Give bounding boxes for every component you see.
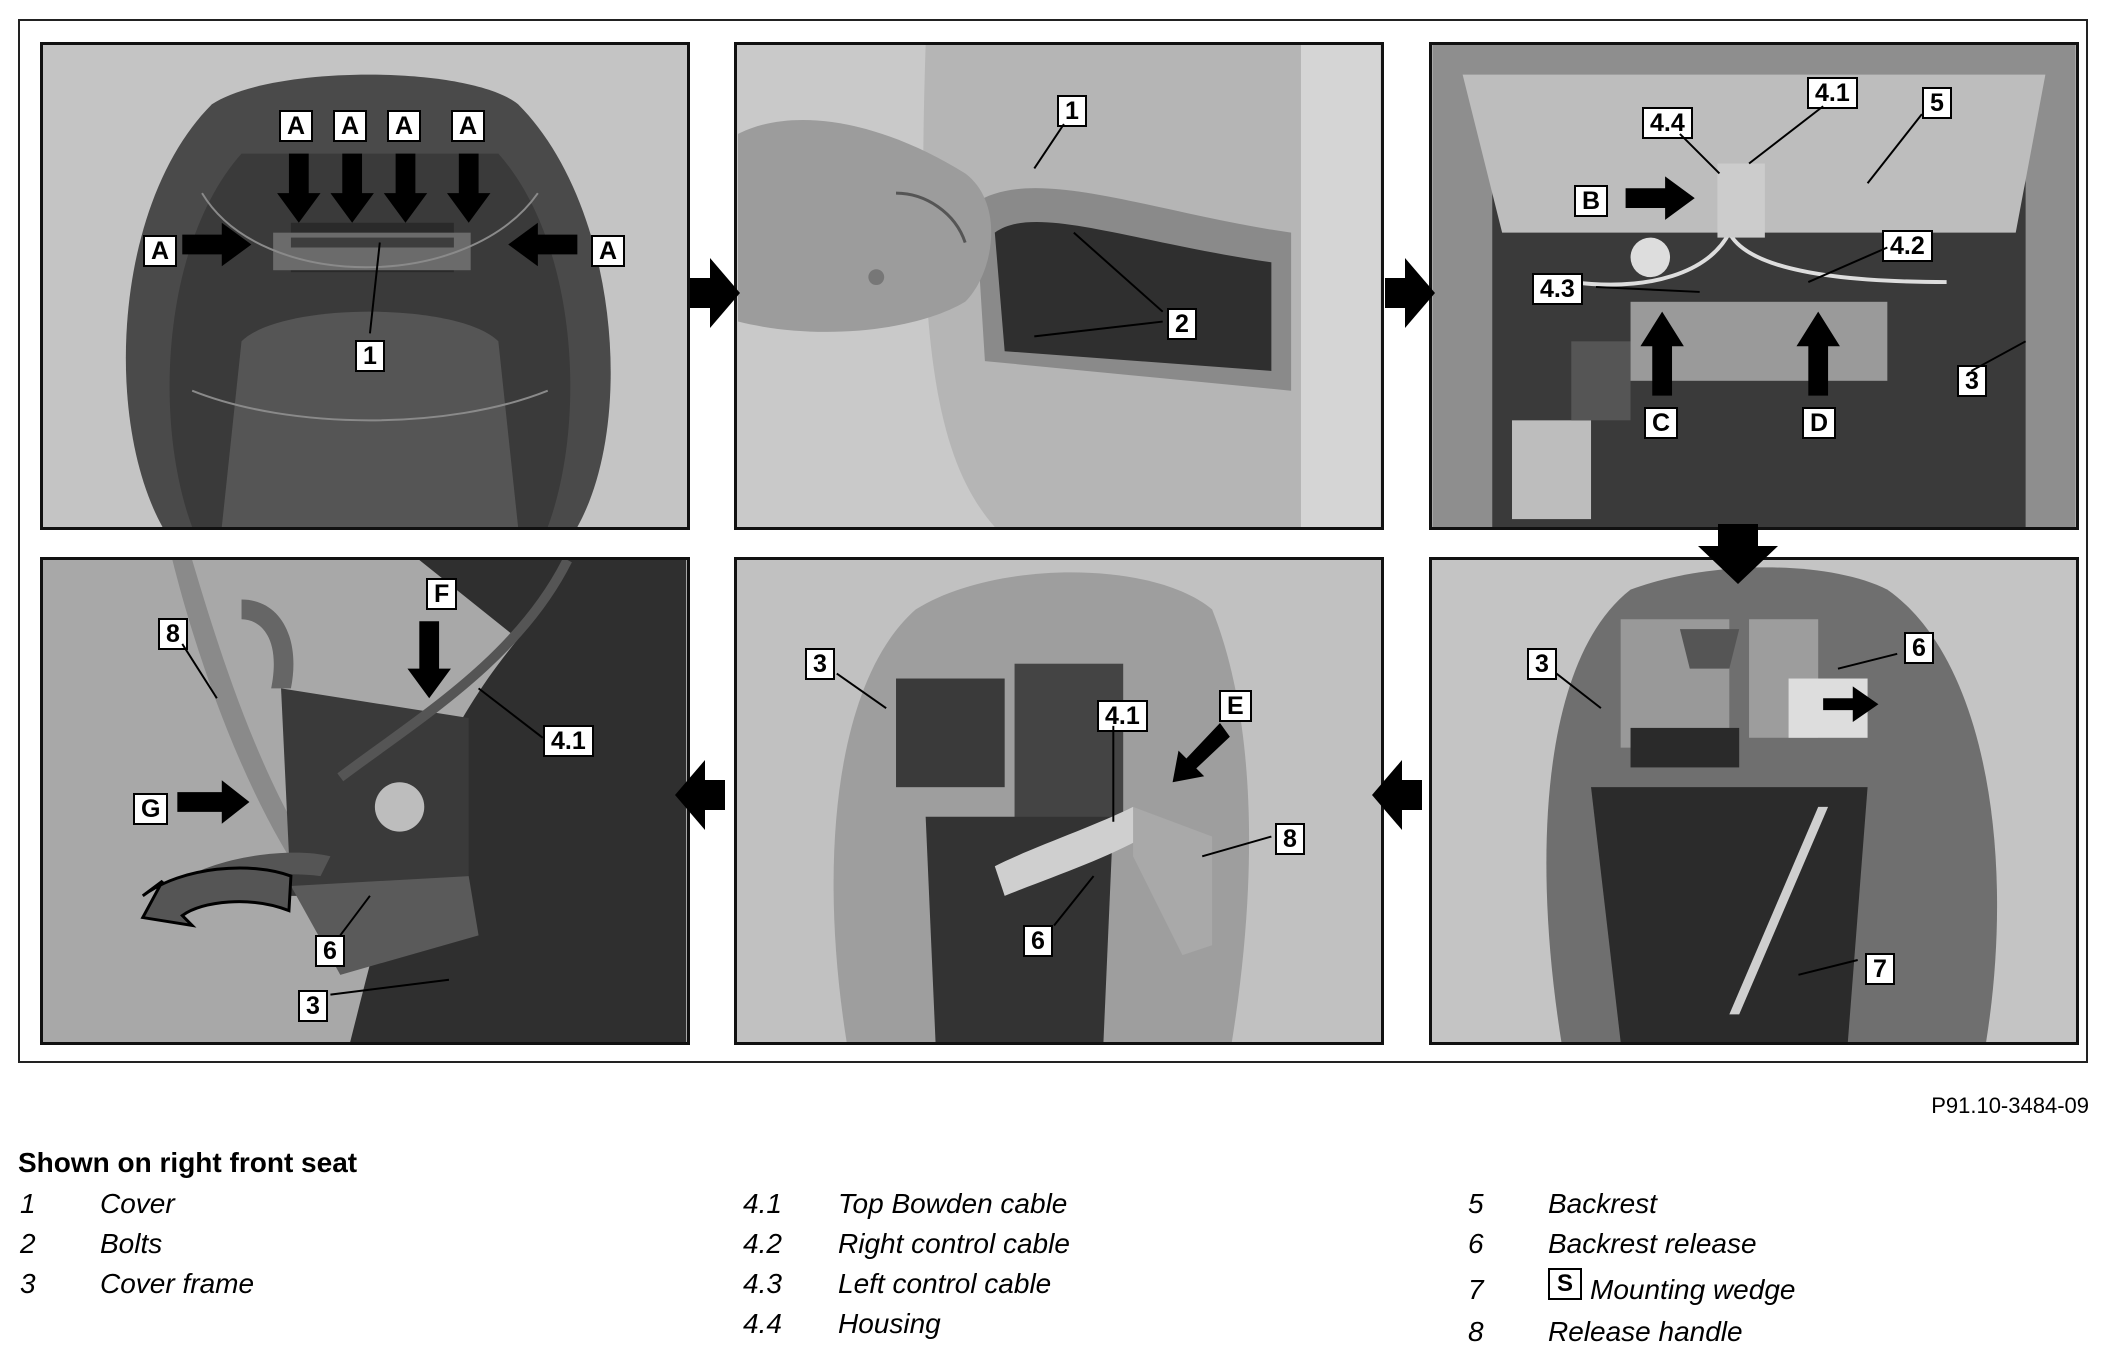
callout-3: 3 [805,648,835,680]
flow-arrow-down-icon [1698,524,1778,584]
callout-6: 6 [1904,632,1934,664]
legend-item-label: Release handle [1548,1316,1743,1347]
callout-4.1: 4.1 [543,725,594,757]
legend-item: 4.4 Housing [743,1308,1243,1344]
arrow-right-icon [1823,686,1879,722]
callout-3: 3 [298,990,328,1022]
legend-item: 4.3 Left control cable [743,1268,1243,1304]
legend-item-number: 2 [20,1228,36,1259]
legend-item-label: Mounting wedge [1590,1274,1796,1305]
callout-8: 8 [1275,823,1305,855]
legend-item-label: Backrest release [1548,1228,1757,1259]
callout-4.1: 4.1 [1807,77,1858,109]
callout-D: D [1802,407,1837,439]
callout-4.3: 4.3 [1532,273,1583,305]
special-tool-icon: S [1548,1268,1582,1300]
legend-item-number: 8 [1468,1316,1484,1347]
callout-A: A [387,110,422,142]
legend-item-number: 3 [20,1268,36,1299]
callout-G: G [133,793,169,825]
legend-item: 7 S Mounting wedge [1468,1268,2068,1308]
legend-item-number: 7 [1468,1274,1484,1305]
callout-5: 5 [1922,87,1952,119]
legend-heading: Shown on right front seat [18,1147,358,1178]
callout-A: A [143,235,178,267]
legend-item-number: 1 [20,1188,36,1219]
legend-item: 1 Cover [20,1188,520,1224]
legend-item-label: Cover frame [100,1268,255,1299]
backrest-release-handle-illustration [833,572,1250,1042]
panel-backrest-release: 8 F 4.1 G 6 3 [40,557,690,1045]
callout-6: 6 [315,935,345,967]
legend-item: 5 Backrest [1468,1188,2068,1224]
legend-item-number: 4.3 [743,1268,782,1299]
legend-item: 6 Backrest release [1468,1228,2068,1264]
callout-2: 2 [1167,308,1197,340]
flow-arrow-right-icon [1385,258,1435,328]
callout-E: E [1219,690,1252,722]
legend-item-number: 6 [1468,1228,1484,1259]
callout-3: 3 [1527,648,1557,680]
legend-item: 3 Cover frame [20,1268,520,1304]
legend-item-number: 4.2 [743,1228,782,1259]
legend-item-label: Top Bowden cable [838,1188,1068,1219]
callout-7: 7 [1865,953,1895,985]
legend-item: 4.2 Right control cable [743,1228,1243,1264]
figure-id: P91.10-3484-09 [1931,1093,2089,1118]
backrest-cables-illustration [1432,45,2076,527]
legend-item-label: Housing [838,1308,941,1339]
figure-frame [18,19,2088,1063]
callout-A: A [451,110,486,142]
callout-4.1: 4.1 [1097,700,1148,732]
legend-item: 2 Bolts [20,1228,520,1264]
panel-remove-cover: 1 2 [734,42,1384,530]
callout-B: B [1574,185,1609,217]
flow-arrow-left-icon [1372,760,1422,830]
callout-4.2: 4.2 [1882,230,1933,262]
callout-1: 1 [355,340,385,372]
callout-3: 3 [1957,365,1987,397]
callout-F: F [426,578,458,610]
callout-6: 6 [1023,925,1053,957]
flow-arrow-right-icon [690,258,740,328]
callout-C: C [1644,407,1679,439]
panel-release-handle: 3 4.1 E 8 6 [734,557,1384,1045]
panel-headrest-cover: A A A A A A 1 [40,42,690,530]
callout-1: 1 [1057,95,1087,127]
callout-A: A [279,110,314,142]
callout-8: 8 [158,618,188,650]
panel-mounting-wedge: 3 6 7 [1429,557,2079,1045]
callout-A: A [591,235,626,267]
callout-A: A [333,110,368,142]
cover-frame-wedge-illustration [1546,567,1998,1042]
legend-item: 4.1 Top Bowden cable [743,1188,1243,1224]
legend-item-number: 4.4 [743,1308,782,1339]
panel-control-cables: 4.4 4.1 5 B 4.2 4.3 3 C D [1429,42,2079,530]
legend-item-label: Right control cable [838,1228,1070,1259]
legend-item-number: 5 [1468,1188,1484,1219]
legend-item-label: Backrest [1548,1188,1657,1219]
legend-item: 8 Release handle [1468,1316,2068,1352]
legend-item-label: Left control cable [838,1268,1052,1299]
callout-4.4: 4.4 [1642,107,1693,139]
legend-item-label: Bolts [100,1228,163,1259]
legend-item-number: 4.1 [743,1188,782,1219]
legend-item-label: Cover [100,1188,175,1219]
flow-arrow-left-icon [675,760,725,830]
